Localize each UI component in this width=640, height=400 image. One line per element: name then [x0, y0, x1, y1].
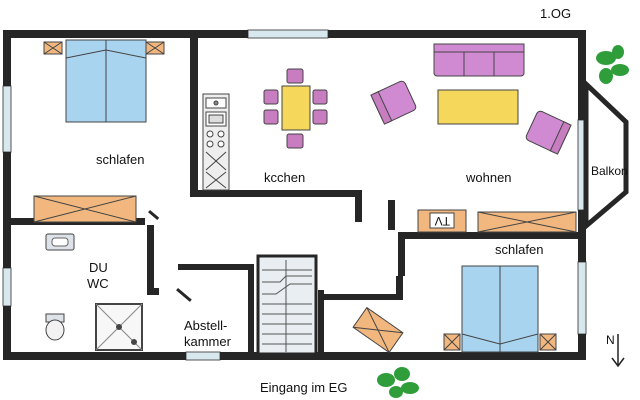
room-label-schlafen-small: schlafen	[495, 242, 543, 257]
room-label-wc: WC	[87, 276, 109, 291]
room-label-wohnen: wohnen	[465, 170, 512, 185]
living-room: TV wohnen	[370, 43, 577, 233]
storage-room: Abstell- kammer	[184, 318, 232, 349]
sideboard-living	[477, 211, 577, 233]
window-top	[247, 29, 329, 39]
dining-chair	[263, 109, 279, 125]
sink	[45, 233, 75, 251]
dining-chair	[286, 68, 304, 84]
entrance-label: Eingang im EG	[260, 380, 347, 395]
room-label-kuechen: kcchen	[264, 170, 305, 185]
room-label-abstell-2: kammer	[184, 334, 232, 349]
plant-bottom	[377, 367, 419, 398]
tv-label: TV	[435, 214, 450, 228]
dining-chair	[286, 133, 304, 149]
dresser-angled	[352, 306, 404, 354]
window-right-bedroom	[577, 261, 587, 335]
kitchen-counter	[202, 93, 230, 191]
wardrobe-bedroom-main	[33, 195, 137, 223]
dining-set	[263, 68, 328, 149]
dining-chair	[263, 89, 279, 105]
bedroom-main: schlafen	[33, 39, 165, 223]
balcony: Balkon	[583, 78, 629, 232]
coffee-table	[437, 89, 519, 125]
dining-chair	[312, 109, 328, 125]
staircase	[256, 254, 318, 356]
plant-top-right	[596, 45, 629, 84]
dining-chair	[312, 89, 328, 105]
room-label-schlafen-main: schlafen	[96, 152, 144, 167]
nightstand-right	[145, 41, 165, 55]
dining-table	[281, 85, 311, 131]
room-label-du: DU	[89, 260, 108, 275]
armchair-left	[370, 80, 417, 125]
armchair-right	[525, 110, 572, 155]
north-label: N	[606, 333, 615, 347]
kitchen: kcchen	[202, 68, 328, 191]
floor-label: 1.OG	[540, 6, 571, 21]
nightstand-left	[43, 41, 63, 55]
sofa	[433, 43, 525, 77]
room-label-balkon: Balkon	[591, 164, 628, 178]
shower	[95, 303, 143, 351]
nightstand-small-left	[443, 333, 461, 351]
north-arrow-icon	[611, 334, 625, 368]
room-label-abstell-1: Abstell-	[184, 318, 227, 333]
window-left-bath	[2, 267, 12, 307]
tv-cabinet: TV	[417, 209, 467, 233]
window-bottom-hall	[185, 351, 221, 361]
toilet	[45, 313, 65, 341]
bedroom-small: schlafen	[352, 242, 557, 354]
bathroom: DU WC	[45, 233, 143, 351]
window-left	[2, 85, 12, 153]
nightstand-small-right	[539, 333, 557, 351]
